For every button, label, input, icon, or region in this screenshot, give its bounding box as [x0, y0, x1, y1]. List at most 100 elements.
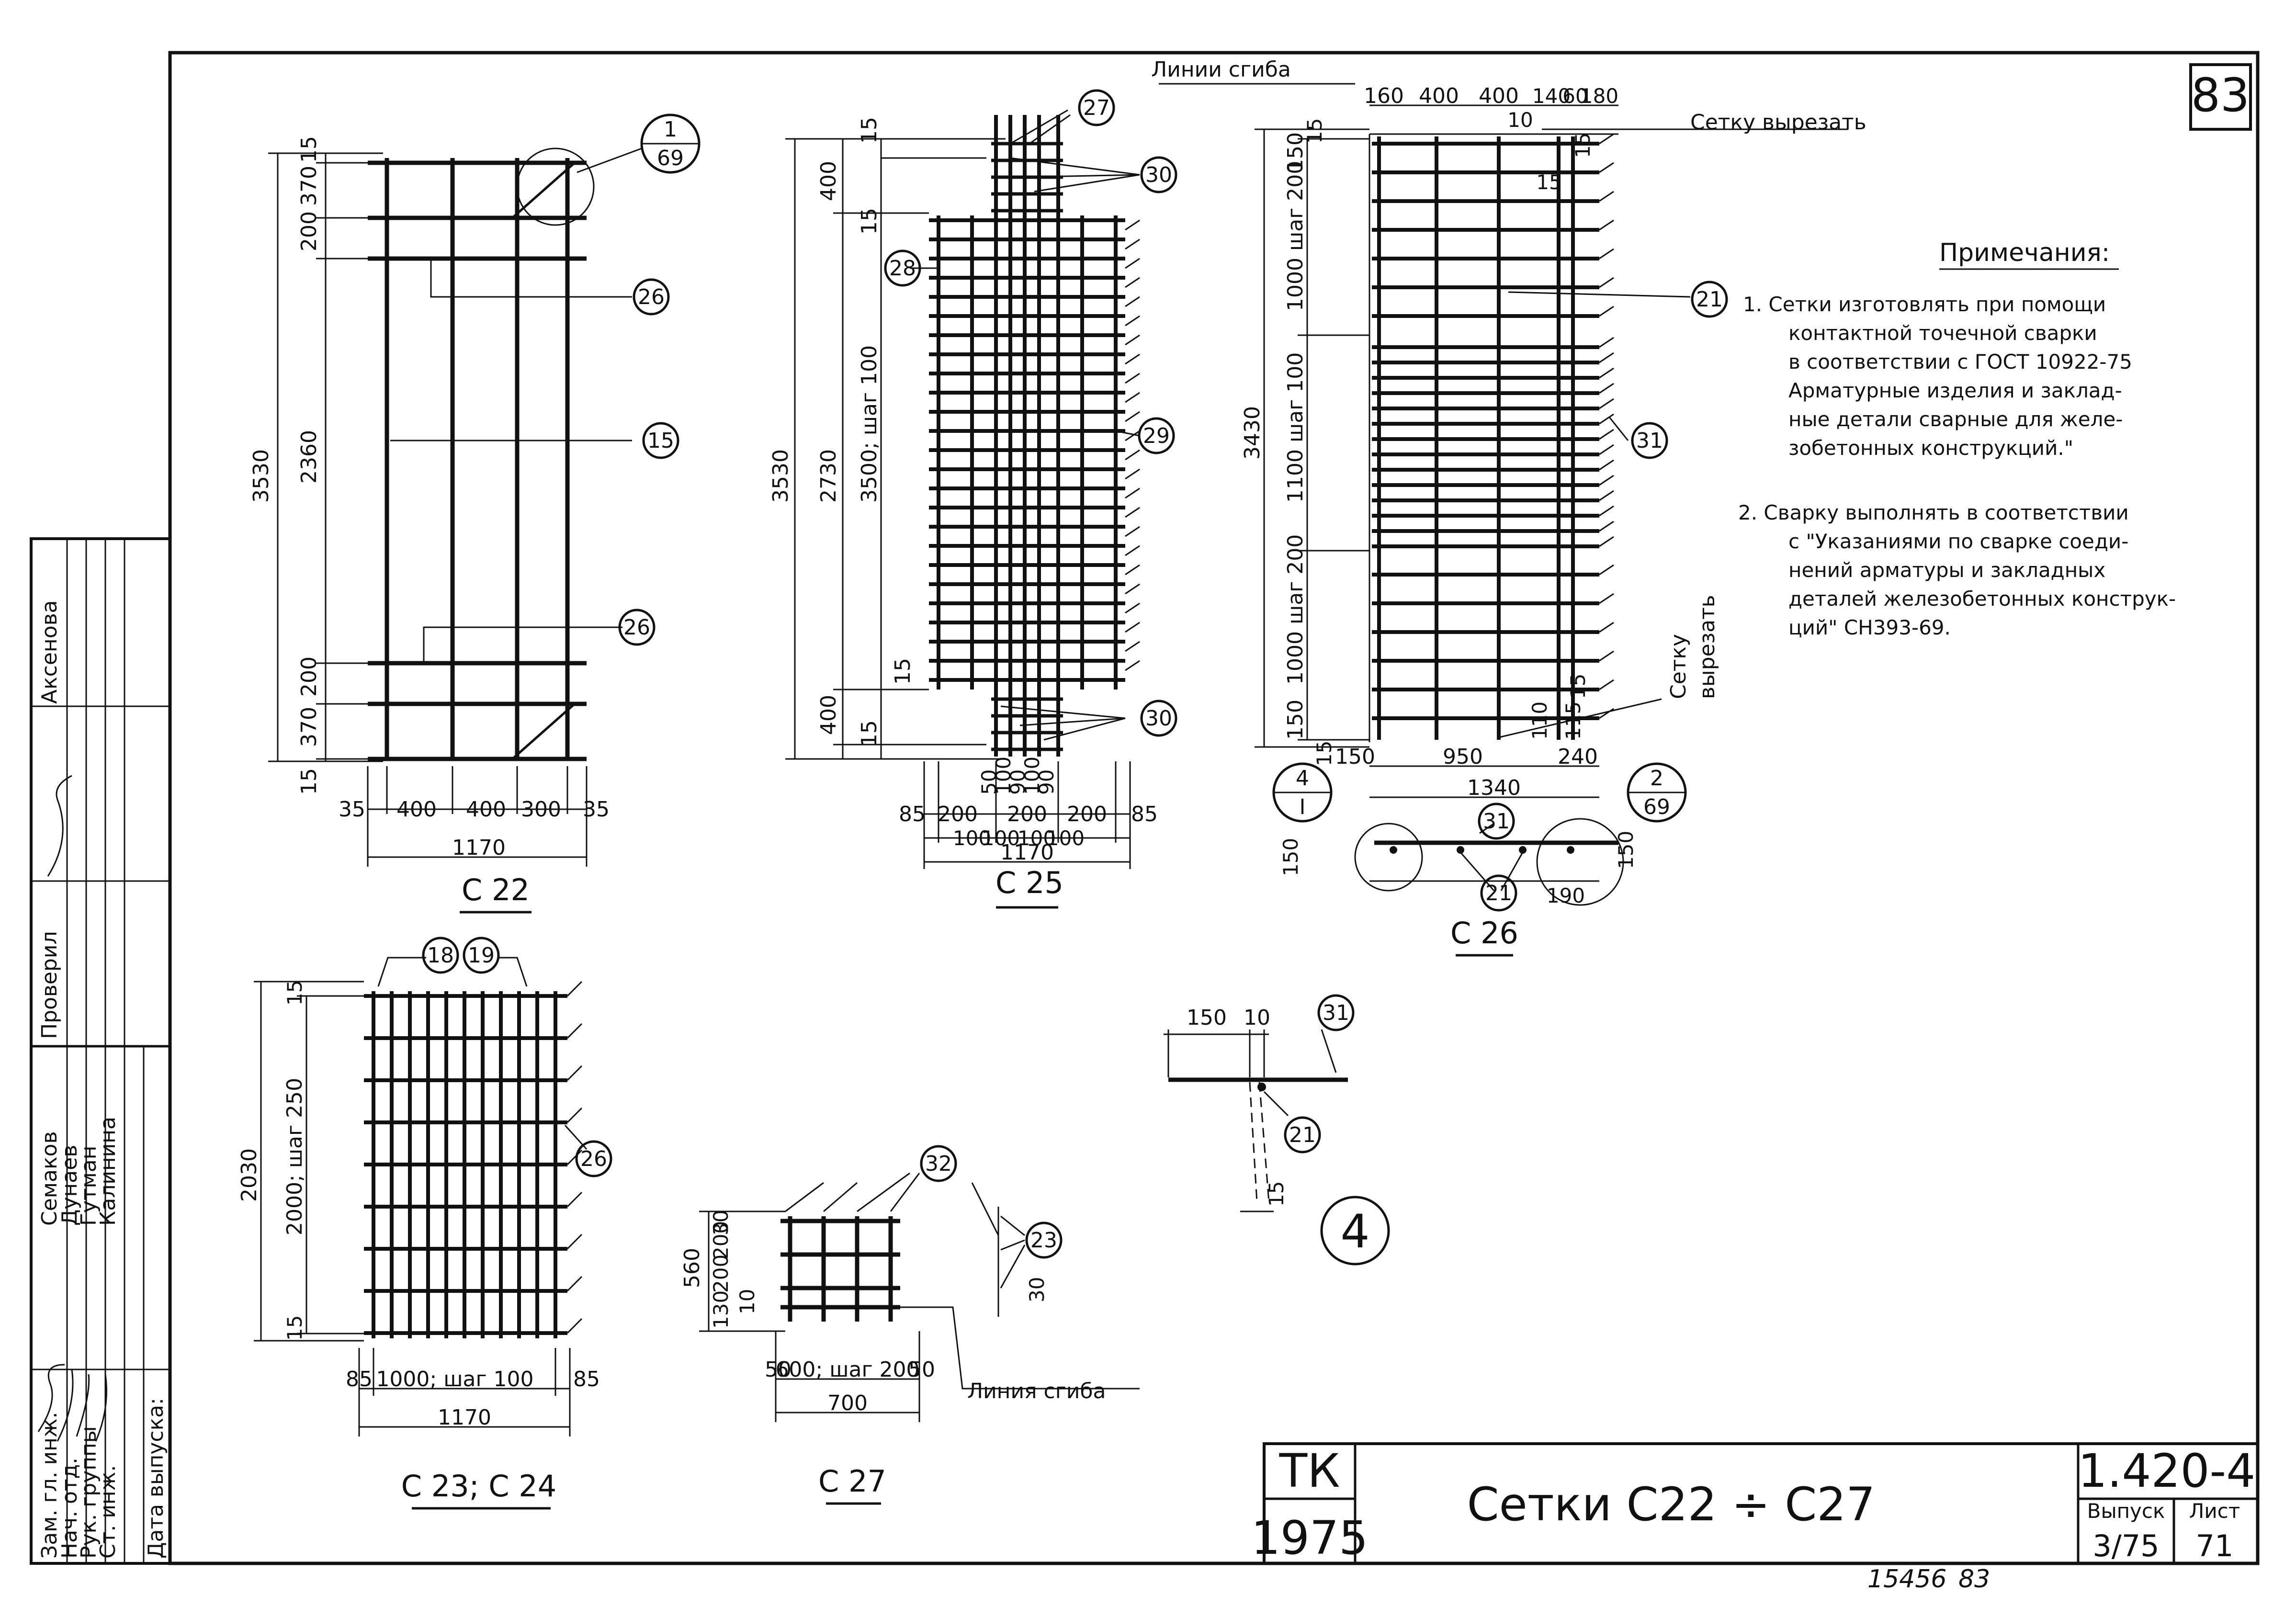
rebar-bend-tick: [1599, 564, 1614, 576]
c23-dim-left-15-top: 15: [283, 980, 306, 1006]
stamp-date-label: Дата выпуска:: [144, 1398, 168, 1559]
c25-mark-30-bottom: 30: [1145, 706, 1172, 731]
note-2-line-3: нений арматуры и закладных: [1788, 558, 2105, 582]
c27-side-dim-30: 30: [1025, 1277, 1049, 1302]
c25-dim-mid-90-a: 90: [1006, 769, 1029, 795]
c25-dim-bottom-200-a: 200: [938, 802, 978, 826]
c26-dim-top-140: 140: [1532, 84, 1571, 108]
c25-dim-bottom-85-left: 85: [899, 802, 926, 826]
stamp-name-1: Семаков: [37, 1131, 62, 1226]
c26-dim-top-400-b: 400: [1479, 84, 1519, 108]
note-2-line-5: ций" СН393-69.: [1788, 616, 1951, 639]
c26-dim-top-400-a: 400: [1419, 84, 1459, 108]
c26-mark-31-section: 31: [1483, 809, 1510, 834]
rebar-bend-tick: [1599, 337, 1614, 348]
rebar-bend-tick: [1125, 219, 1140, 231]
rebar-bend-tick: [1125, 238, 1140, 250]
note-2-line-4: деталей железобетонных конструк-: [1788, 587, 2176, 611]
c26-dim-left-1000-bottom: 1000 шаг 200: [1283, 534, 1308, 685]
detail4-mark-31: 31: [1323, 1001, 1349, 1025]
rebar-bend-tick: [1599, 352, 1614, 363]
rebar-bend-tick: [1125, 660, 1140, 671]
c22-dim-total-left: 3530: [249, 449, 273, 503]
rebar-bend-tick: [1599, 520, 1614, 532]
notes-title: Примечания:: [1939, 238, 2110, 267]
c26-dim-top-10: 10: [1507, 108, 1533, 132]
note-1-line-4: Арматурные изделия и заклад-: [1788, 379, 2122, 402]
c22-dim-left-15-bottom: 15: [297, 768, 321, 795]
issue-label: Выпуск: [2087, 1499, 2165, 1523]
stamp-name-2: Дунаев: [57, 1145, 82, 1226]
c26-detail-ref-1-num: 4: [1296, 766, 1309, 791]
rebar-bend-tick: [566, 1023, 583, 1039]
c27-dim-left-10: 10: [735, 1289, 759, 1314]
stamp-checked-name: Аксенова: [37, 600, 62, 704]
rebar-bend-tick: [1599, 383, 1614, 394]
c23-caption: С 23; С 24: [401, 1469, 556, 1504]
c25-dim-bottom-85-right: 85: [1131, 802, 1158, 826]
notes: Примечания: 1. Сетки изготовлять при пом…: [1738, 238, 2176, 639]
rebar-bend-tick: [1599, 475, 1614, 486]
detail4-dim-150: 150: [1187, 1006, 1227, 1030]
c26-dim-right-15-c: 15: [1566, 674, 1590, 699]
sheet-code: 1.420-4: [2078, 1444, 2256, 1498]
detail4-dim-10: 10: [1244, 1006, 1270, 1030]
c27-mark-32: 32: [925, 1152, 952, 1176]
rebar-bend-tick: [1125, 430, 1140, 441]
bend-lines-label: Линии сгиба: [1151, 57, 1291, 82]
title-block: ТК 1975 Сетки С22 ÷ С27 1.420-4 Выпуск 3…: [1251, 1442, 2259, 1565]
c22-mark-15: 15: [647, 429, 674, 453]
rebar-bend-tick: [1125, 564, 1140, 576]
c23-mark-26: 26: [580, 1147, 607, 1171]
c26-dim-top-60: 60: [1562, 84, 1588, 108]
rebar-bend-tick: [1599, 622, 1614, 633]
c25-dim-total-left: 3530: [769, 449, 793, 503]
c25-dim-left-400-top: 400: [816, 161, 841, 201]
c25-mark-29: 29: [1143, 424, 1170, 448]
c22-dim-left-2360: 2360: [297, 430, 321, 484]
c27-dim-left-200-b: 200: [709, 1255, 733, 1293]
c25-mark-27: 27: [1083, 96, 1110, 120]
c26-detail-ref-1-sheet: I: [1300, 795, 1306, 819]
c27-bend-line-label: Линия сгиба: [967, 1379, 1106, 1403]
c26-mark-21-section: 21: [1485, 881, 1512, 905]
detail-4: 150 10 15 31 21 4: [1164, 994, 1390, 1266]
note-1-line-6: зобетонных конструкций.": [1788, 436, 2073, 460]
rebar-bend-tick: [566, 1276, 583, 1292]
c26-dim-left-15-top: 15: [1303, 118, 1326, 144]
c25-dim-left-15-c: 15: [891, 658, 915, 685]
c25-dim-mid-90-b: 90: [1035, 769, 1058, 795]
c23-mark-18: 18: [427, 943, 454, 968]
rebar-bend-tick: [1125, 277, 1140, 288]
stamp-name-4: Калинина: [96, 1117, 120, 1226]
c26-dim-top-180: 180: [1580, 84, 1618, 108]
note-1-line-1: 1. Сетки изготовлять при помощи: [1743, 293, 2106, 316]
c27-mark-23: 23: [1030, 1228, 1057, 1253]
stamp-role-3: Рук. группы: [77, 1426, 101, 1559]
c23-dim-left-2000: 2000; шаг 250: [283, 1078, 307, 1235]
rebar-bend-tick: [1125, 641, 1140, 652]
c26-detail-ref-2-sheet: 69: [1643, 795, 1670, 819]
c22-detail-ref-num: 1: [664, 117, 677, 142]
rebar-bend-tick: [1125, 468, 1140, 480]
rebar-bend-tick: [1125, 622, 1140, 633]
rebar-bend-tick: [1599, 277, 1614, 288]
rebar-bend-tick: [566, 1149, 583, 1165]
c26-dim-left-150-bottom: 150: [1283, 700, 1308, 740]
c26-dim-right-115: 115: [1561, 701, 1585, 740]
c22-caption: С 22: [462, 872, 530, 907]
c27-dim-left-130: 130: [709, 1290, 733, 1329]
c26-section-dim-150-right: 150: [1614, 831, 1638, 869]
c26-mark-21-top: 21: [1696, 287, 1723, 312]
sheet-number: 83: [2191, 68, 2250, 122]
c22-dim-bottom-35-right: 35: [583, 797, 610, 822]
rebar-bend-tick: [1599, 248, 1614, 260]
rebar-bend-tick: [1125, 334, 1140, 346]
stamp-checked-label: Проверил: [37, 931, 62, 1039]
rebar-bend-tick: [1125, 392, 1140, 403]
c26-dim-top-160: 160: [1364, 84, 1404, 108]
rebar-bend-tick: [566, 1318, 583, 1334]
rebar-bend-tick: [566, 981, 583, 997]
c26-dim-left-1100: 1100 шаг 100: [1283, 352, 1308, 503]
detail-number: 4: [1340, 1205, 1369, 1258]
